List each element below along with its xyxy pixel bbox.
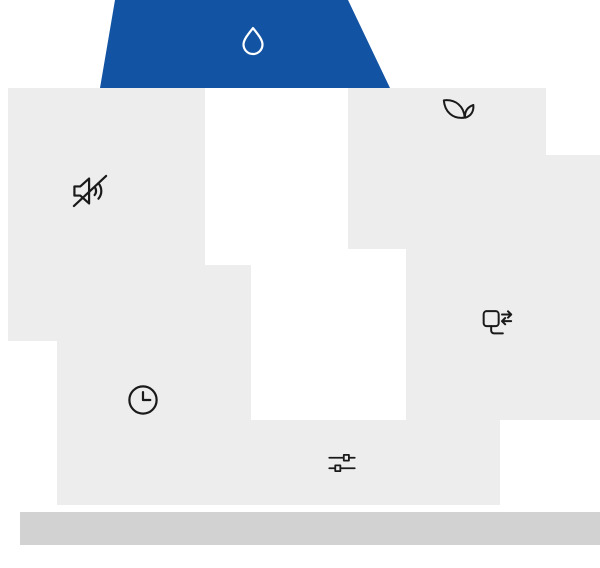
water-drop-icon bbox=[234, 23, 272, 61]
leaf-icon bbox=[438, 92, 478, 132]
tile-plug-sync[interactable] bbox=[406, 155, 600, 420]
clock-icon bbox=[124, 381, 162, 419]
footer-bar bbox=[20, 512, 600, 545]
water-header-tile[interactable] bbox=[100, 0, 390, 88]
tile-settings[interactable] bbox=[200, 420, 500, 505]
speaker-muted-icon bbox=[68, 169, 112, 213]
plug-sync-icon bbox=[477, 302, 517, 342]
sliders-icon bbox=[324, 445, 360, 481]
